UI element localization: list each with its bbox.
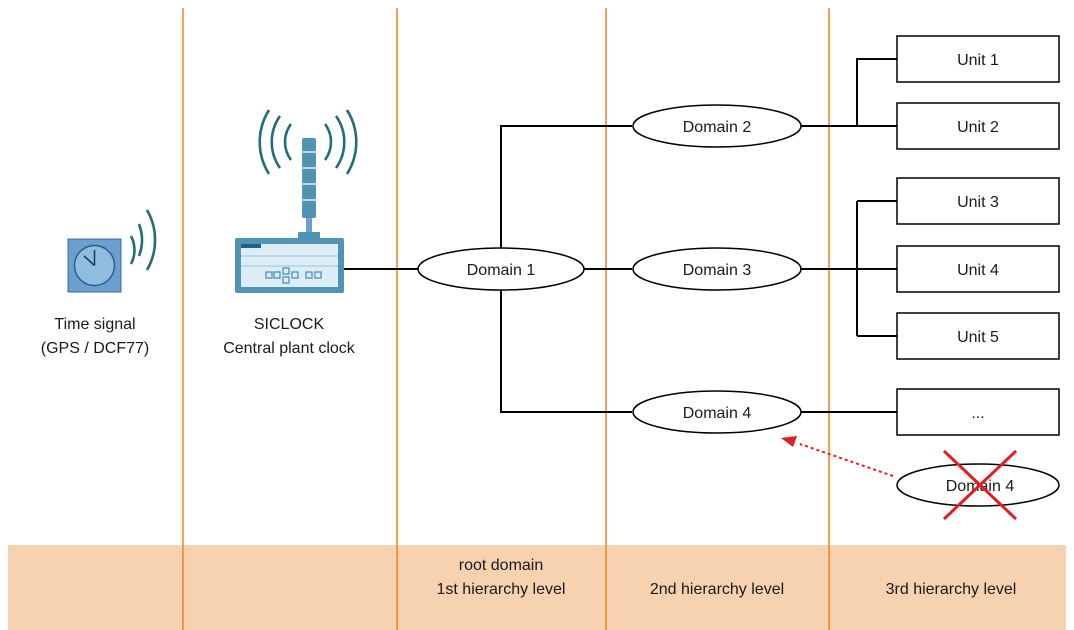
unit-4-label: Unit 4 <box>957 262 999 279</box>
domain-2-label: Domain 2 <box>683 119 752 136</box>
unit-1-box: Unit 1 <box>896 35 1060 83</box>
domain-4-node: Domain 4 <box>632 390 802 434</box>
antenna-tower-icon <box>298 138 320 238</box>
plant-clock-device-icon <box>235 238 344 293</box>
column-label-3rd-level: 3rd hierarchy level <box>886 581 1017 598</box>
siclock-label-line1: SICLOCK <box>254 316 325 333</box>
cross-out-icon <box>942 449 1018 521</box>
move-arrow <box>781 436 894 477</box>
unit-2-label: Unit 2 <box>957 119 999 136</box>
unit-5-box: Unit 5 <box>896 312 1060 360</box>
domain-4-label: Domain 4 <box>683 405 752 422</box>
footer-band <box>8 545 1066 630</box>
unit-3-box: Unit 3 <box>896 177 1060 225</box>
column-label-1st-level: 1st hierarchy level <box>437 581 566 598</box>
unit-4-box: Unit 4 <box>896 245 1060 293</box>
radio-wave-icon-right <box>323 109 358 175</box>
unit-more-label: ... <box>971 405 984 422</box>
domain-1-label: Domain 1 <box>467 262 536 279</box>
radio-wave-icon <box>129 209 157 271</box>
clock-icon <box>67 238 122 293</box>
column-label-2nd-level: 2nd hierarchy level <box>650 581 784 598</box>
unit-3-label: Unit 3 <box>957 194 999 211</box>
siclock-label-line2: Central plant clock <box>223 340 356 357</box>
unit-2-box: Unit 2 <box>896 102 1060 150</box>
time-signal-label-line1: Time signal <box>54 316 135 333</box>
radio-wave-icon-left <box>258 109 293 175</box>
domain-3-label: Domain 3 <box>683 262 752 279</box>
domain-3-node: Domain 3 <box>632 247 802 291</box>
column-dividers <box>182 8 830 630</box>
domain-1-node: Domain 1 <box>417 247 585 291</box>
domain-2-node: Domain 2 <box>632 104 802 148</box>
unit-1-label: Unit 1 <box>957 52 999 69</box>
unit-5-label: Unit 5 <box>957 329 999 346</box>
column-label-root: root domain <box>459 557 544 574</box>
time-signal-label-line2: (GPS / DCF77) <box>41 340 149 357</box>
unit-more-box: ... <box>896 388 1060 436</box>
connection-lines <box>343 58 897 413</box>
